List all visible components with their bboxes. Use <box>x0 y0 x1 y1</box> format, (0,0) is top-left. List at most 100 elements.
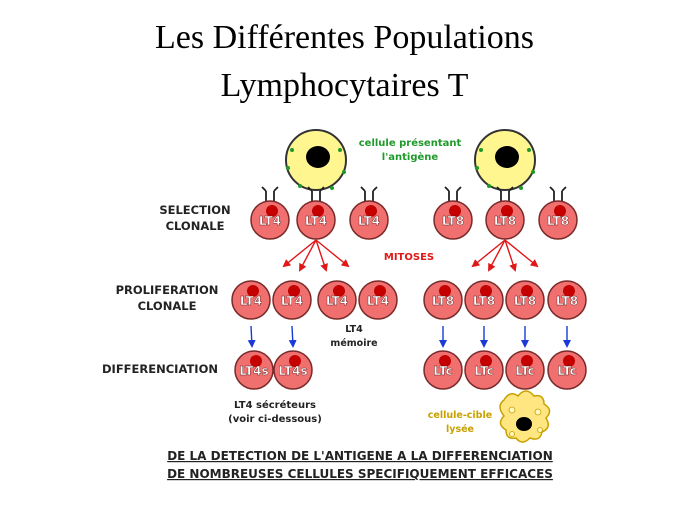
lymphocyte-body <box>272 280 312 320</box>
lymphocyte-label: LT8 <box>473 294 495 308</box>
nucleus <box>563 285 575 297</box>
lymphocyte-label: LT8 <box>442 214 464 228</box>
nucleus <box>374 285 386 297</box>
memory-label-line1: LT4 <box>345 324 363 335</box>
nucleus <box>250 355 262 367</box>
lymphocyte-cell-proliferation-5: LT8 <box>423 280 463 320</box>
nucleus <box>288 285 300 297</box>
mitosis-arrow-7 <box>504 239 517 272</box>
selection-label-line1: SELECTION <box>159 203 230 217</box>
lymphocyte-label: LT8 <box>556 294 578 308</box>
lymphocyte-label: LT8 <box>432 294 454 308</box>
apc-label-line1: cellule présentant <box>359 137 462 149</box>
lymphocyte-cell-selection-5: LT8 <box>485 186 525 240</box>
lymphocyte-cell-proliferation-1: LT4 <box>231 280 271 320</box>
lymphocyte-body <box>273 350 313 390</box>
lymphocyte-label: LT4 <box>358 214 380 228</box>
lymphocyte-body <box>433 200 473 240</box>
lymphocyte-label: LT4s <box>239 364 268 378</box>
nucleus <box>521 355 533 367</box>
nucleus <box>289 355 301 367</box>
lymphocyte-label: LTc <box>474 364 493 378</box>
mitosis-arrow-5 <box>471 239 506 268</box>
lymphocyte-body <box>317 280 357 320</box>
lymphocyte-label: LT4s <box>278 364 307 378</box>
differentiation-arrow-1 <box>247 325 256 348</box>
caption-line1: DE LA DETECTION DE L'ANTIGENE A LA DIFFE… <box>167 449 553 463</box>
lymphocyte-label: LT4 <box>305 214 327 228</box>
secretor-label-line1: LT4 sécréteurs <box>234 399 316 411</box>
mitosis-arrow-6 <box>488 239 506 272</box>
lymphocyte-body <box>464 350 504 390</box>
lymphocyte-cell-proliferation-3: LT4 <box>317 280 357 320</box>
lymphocyte-cell-proliferation-2: LT4 <box>272 280 312 320</box>
slide-title-line1: Les Différentes Populations <box>155 19 534 56</box>
secretor-label-line2: (voir ci-dessous) <box>228 414 322 425</box>
caption-line2: DE NOMBREUSES CELLULES SPECIFIQUEMENT EF… <box>167 467 553 481</box>
lymphocyte-cell-selection-1: LT4 <box>250 186 290 240</box>
lymphocyte-label: LT8 <box>494 214 516 228</box>
selection-label-line2: CLONALE <box>166 219 225 233</box>
lymphocyte-label: LT4 <box>281 294 303 308</box>
tcr-receptor-icon <box>360 186 378 201</box>
proliferation-label-line2: CLONALE <box>138 299 197 313</box>
nucleus <box>333 285 345 297</box>
tcr-receptor-icon <box>261 186 279 201</box>
apc-label-line2: l'antigène <box>382 151 439 163</box>
lymphocyte-cell-selection-2: LT4 <box>296 186 336 240</box>
lymphocyte-cell-proliferation-7: LT8 <box>505 280 545 320</box>
lymphocyte-cell-differenciation-5: LTc <box>505 350 545 390</box>
mitosis-arrow-4 <box>315 239 350 268</box>
nucleus <box>247 285 259 297</box>
lymphocyte-label: LT4 <box>259 214 281 228</box>
differenciation-label: DIFFERENCIATION <box>102 362 218 376</box>
lymphocyte-cell-differenciation-3: LTc <box>423 350 463 390</box>
lymphocyte-body <box>538 200 578 240</box>
mitosis-arrow-1 <box>282 239 317 268</box>
apc-cell-left <box>285 129 347 191</box>
nucleus <box>266 205 278 217</box>
lymphocyte-body <box>464 280 504 320</box>
apc-cell-right <box>474 129 536 191</box>
lymphocyte-body <box>485 200 525 240</box>
lymphocyte-cell-proliferation-8: LT8 <box>547 280 587 320</box>
nucleus <box>554 205 566 217</box>
lymphocyte-cell-selection-3: LT4 <box>349 186 389 240</box>
nucleus <box>439 285 451 297</box>
lymphocyte-label: LT8 <box>547 214 569 228</box>
lymphocyte-cell-selection-6: LT8 <box>538 186 578 240</box>
lymphocyte-cell-differenciation-1: LT4s <box>234 350 274 390</box>
lymphocyte-cell-differenciation-4: LTc <box>464 350 504 390</box>
proliferation-label-line1: PROLIFERATION <box>116 283 219 297</box>
nucleus <box>521 285 533 297</box>
mitosis-arrow-2 <box>299 239 317 272</box>
lymphocyte-body <box>547 280 587 320</box>
lymphocyte-label: LT4 <box>240 294 262 308</box>
lymphocyte-body <box>505 350 545 390</box>
lymphocyte-body <box>505 280 545 320</box>
tcr-receptor-icon <box>549 186 567 201</box>
tcr-receptor-icon <box>307 186 325 201</box>
memory-label-line2: mémoire <box>330 338 377 349</box>
lymphocyte-cell-proliferation-4: LT4 <box>358 280 398 320</box>
lymphocyte-body <box>231 280 271 320</box>
nucleus <box>312 205 324 217</box>
nucleus <box>480 285 492 297</box>
lymphocyte-body <box>547 350 587 390</box>
lymphocyte-cell-differenciation-6: LTc <box>547 350 587 390</box>
mitosis-arrow-3 <box>315 239 328 272</box>
lymphocyte-cell-selection-4: LT8 <box>433 186 473 240</box>
mitoses-label: MITOSES <box>384 252 434 263</box>
target-label-line2: lysée <box>446 424 474 435</box>
nucleus <box>365 205 377 217</box>
lymphocyte-body <box>423 280 463 320</box>
lymphocyte-label: LT8 <box>514 294 536 308</box>
lymphocyte-body <box>358 280 398 320</box>
lymphocyte-label: LT4 <box>367 294 389 308</box>
differentiation-arrow-2 <box>288 325 297 348</box>
mitosis-arrow-8 <box>504 239 539 268</box>
lymphocyte-body <box>234 350 274 390</box>
target-cell-lysed-icon <box>499 390 551 443</box>
nucleus <box>439 355 451 367</box>
